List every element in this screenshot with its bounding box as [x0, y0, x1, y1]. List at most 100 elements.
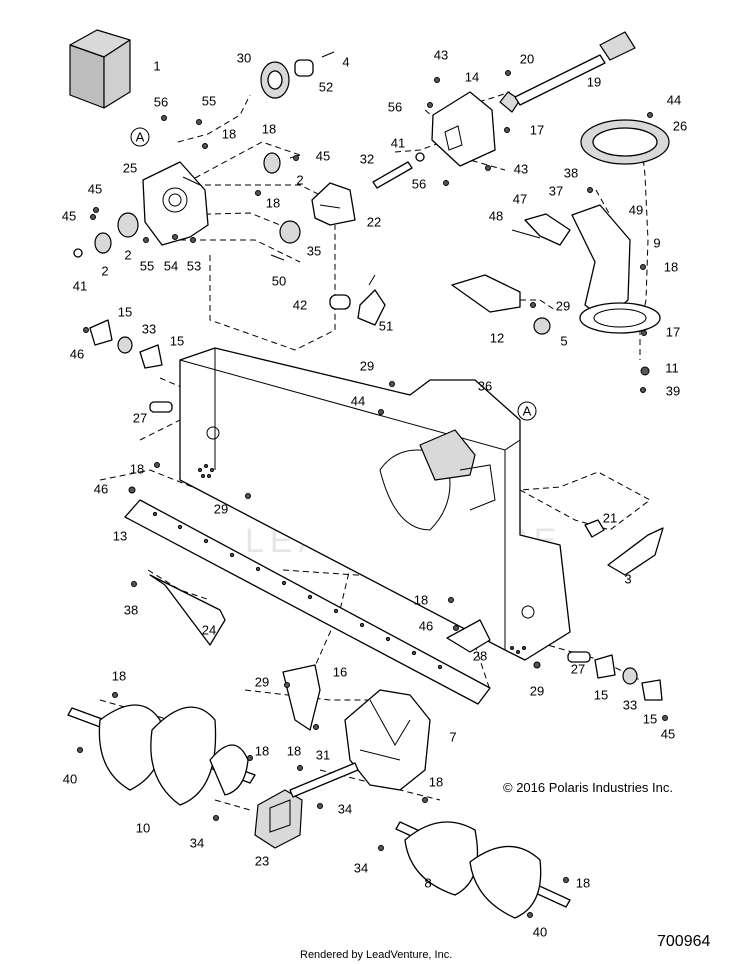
callout-18: 18 — [266, 195, 280, 210]
callout-27: 27 — [571, 661, 585, 676]
callout-46: 46 — [419, 618, 433, 633]
callout-41: 41 — [73, 278, 87, 293]
callout-13: 13 — [113, 528, 127, 543]
fasteners — [77, 70, 668, 918]
callout-19: 19 — [587, 74, 601, 89]
part-3-skid-plate — [584, 519, 664, 576]
callout-55: 55 — [202, 93, 216, 108]
callout-54: 54 — [164, 258, 178, 273]
callout-43: 43 — [514, 161, 528, 176]
callout-41: 41 — [391, 135, 405, 150]
callout-38: 38 — [564, 165, 578, 180]
callout-38: 38 — [124, 602, 138, 617]
callout-24: 24 — [202, 622, 216, 637]
part-23-gearbox — [254, 762, 359, 849]
callout-2: 2 — [296, 172, 303, 187]
part-22-chute-crank-housing — [311, 182, 356, 226]
callout-15: 15 — [594, 687, 608, 702]
callout-3: 3 — [624, 571, 631, 586]
callout-51: 51 — [379, 318, 393, 333]
callout-44: 44 — [351, 393, 365, 408]
callout-48: 48 — [489, 208, 503, 223]
callout-23: 23 — [255, 853, 269, 868]
callout-20: 20 — [520, 51, 534, 66]
part-14-plate — [431, 91, 496, 167]
callout-4: 4 — [342, 54, 349, 69]
callout-34: 34 — [354, 860, 368, 875]
callout-18: 18 — [414, 592, 428, 607]
part-2-bearing-flanges — [73, 152, 301, 258]
part-7-impeller — [344, 689, 431, 791]
part-36-auger-housing — [179, 347, 571, 661]
callout-29: 29 — [556, 298, 570, 313]
reference-marker-label: A — [136, 129, 145, 144]
callout-16: 16 — [333, 664, 347, 679]
callout-29: 29 — [214, 501, 228, 516]
callout-18: 18 — [112, 668, 126, 683]
callout-40: 40 — [63, 771, 77, 786]
callout-44: 44 — [667, 92, 681, 107]
callout-29: 29 — [255, 674, 269, 689]
callout-56: 56 — [412, 176, 426, 191]
callout-29: 29 — [530, 683, 544, 698]
callout-9: 9 — [653, 235, 660, 250]
callout-28: 28 — [473, 648, 487, 663]
callout-50: 50 — [272, 273, 286, 288]
callout-29: 29 — [360, 358, 374, 373]
part-25-bearing-plate — [142, 161, 209, 246]
callout-25: 25 — [123, 160, 137, 175]
callout-17: 17 — [530, 122, 544, 137]
callout-18: 18 — [262, 121, 276, 136]
part-26-ring-gear — [580, 119, 670, 165]
figure-id: 700964 — [657, 933, 710, 950]
part-13-scraper-bar — [124, 499, 491, 705]
callout-30: 30 — [237, 50, 251, 65]
part-16-bracket — [282, 664, 321, 731]
part-19-drive-shaft — [499, 31, 636, 113]
part-8-auger-right — [395, 821, 571, 919]
reference-markers: AA — [130, 127, 537, 421]
callout-33: 33 — [142, 321, 156, 336]
callout-56: 56 — [388, 99, 402, 114]
part-15-bushing-right — [567, 651, 663, 701]
part-10-auger-left — [67, 704, 256, 806]
callout-10: 10 — [136, 820, 150, 835]
callout-15: 15 — [118, 304, 132, 319]
callout-34: 34 — [338, 801, 352, 816]
callout-37: 37 — [549, 183, 563, 198]
part-15-bushing-left — [89, 319, 173, 413]
callout-34: 34 — [190, 835, 204, 850]
callout-40: 40 — [533, 924, 547, 939]
callout-18: 18 — [287, 743, 301, 758]
part-9-discharge-chute — [571, 204, 661, 334]
copyright-text: © 2016 Polaris Industries Inc. — [503, 780, 673, 795]
part-47-bracket — [511, 213, 571, 246]
callout-18: 18 — [664, 259, 678, 274]
callout-33: 33 — [623, 697, 637, 712]
callout-45: 45 — [62, 208, 76, 223]
callout-53: 53 — [187, 258, 201, 273]
callout-43: 43 — [434, 47, 448, 62]
callout-2: 2 — [124, 247, 131, 262]
callout-42: 42 — [293, 297, 307, 312]
callout-46: 46 — [70, 346, 84, 361]
part-30-pulley — [260, 51, 335, 99]
callout-7: 7 — [449, 729, 456, 744]
callout-2: 2 — [101, 263, 108, 278]
callout-35: 35 — [307, 243, 321, 258]
part-12-deflector — [451, 274, 551, 335]
callout-52: 52 — [319, 79, 333, 94]
callout-55: 55 — [140, 258, 154, 273]
callout-45: 45 — [316, 148, 330, 163]
callout-27: 27 — [133, 410, 147, 425]
callout-12: 12 — [490, 330, 504, 345]
callout-17: 17 — [666, 324, 680, 339]
callout-31: 31 — [316, 747, 330, 762]
reference-marker-label: A — [523, 403, 532, 418]
callout-18: 18 — [576, 875, 590, 890]
callout-46: 46 — [94, 481, 108, 496]
callout-15: 15 — [643, 711, 657, 726]
callout-36: 36 — [478, 378, 492, 393]
